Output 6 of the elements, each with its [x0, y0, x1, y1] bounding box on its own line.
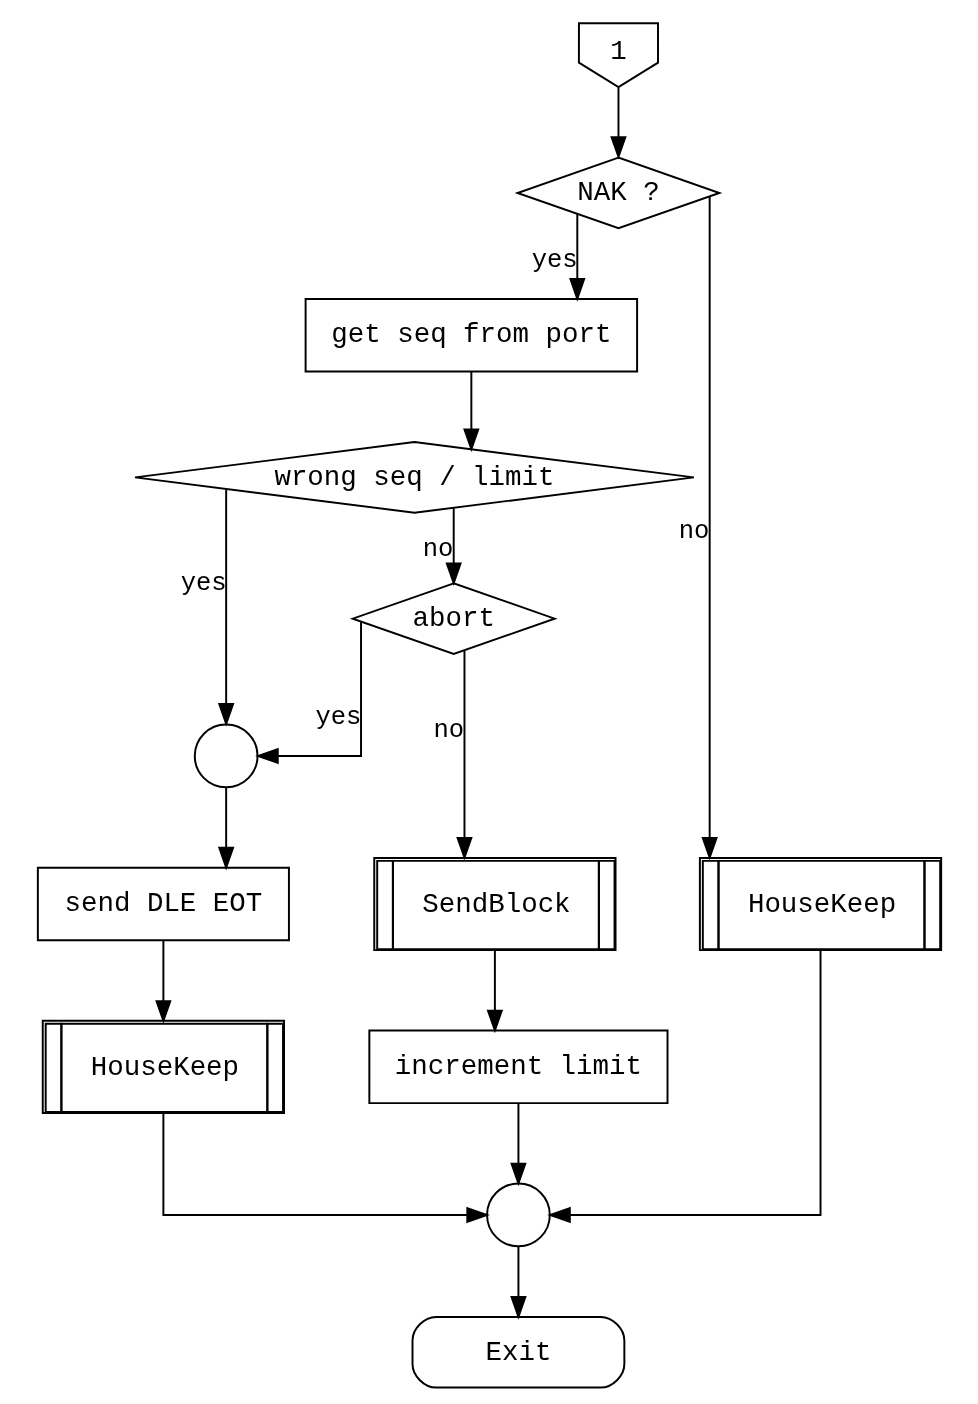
edge-label: no [422, 535, 453, 565]
edge-label: yes [180, 568, 227, 598]
edge-label: yes [531, 245, 578, 275]
edge-label: yes [315, 702, 361, 732]
edge-label: no [678, 516, 709, 546]
edge-label: no [432, 716, 464, 746]
